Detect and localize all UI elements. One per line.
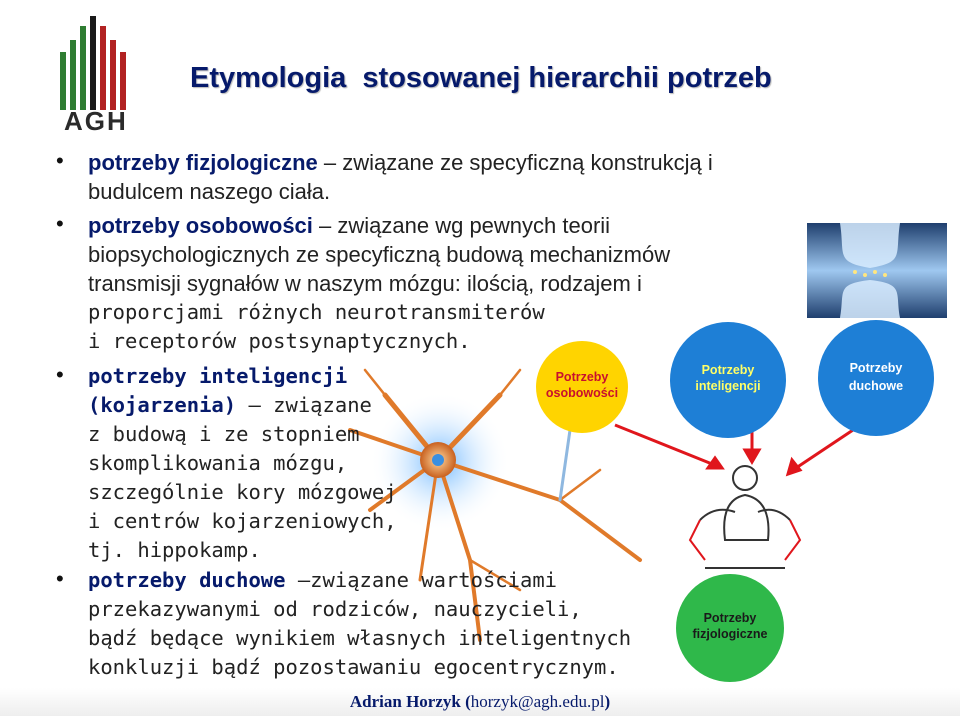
bullet-dot: • [56,148,64,173]
circle-osobowosci-line2: osobowości [546,386,618,400]
bullet-text: transmisji sygnałów w naszym mózgu: iloś… [88,271,642,296]
person-figure [688,465,802,569]
bullet-text: bądź będące wynikiem własnych inteligent… [88,626,632,650]
bullet-text: – związane wg pewnych teorii [312,213,611,238]
footer-paren-open: ( [460,692,471,711]
bullet-lead: potrzeby fizjologiczne [88,150,318,175]
bullet-duchowe: potrzeby duchowe –związane wartościami p… [88,566,631,682]
author-email[interactable]: horzyk@agh.edu.pl [470,692,605,711]
bullet-text: skomplikowania mózgu, [88,451,348,475]
bullet-dot: • [56,362,64,387]
arrows [614,418,869,592]
bullet-text: – związane [236,393,372,417]
bullet-text: przekazywanymi od rodziców, nauczycieli, [88,597,582,621]
circle-duchowe-line2: duchowe [849,379,903,393]
bullet-lead: (kojarzenia) [88,393,237,417]
circle-inteligencji-line1: Potrzeby [702,363,755,377]
footer-text: Adrian Horzyk (horzyk@agh.edu.pl) [0,692,960,712]
circle-inteligencji-line2: inteligencji [695,379,760,393]
bullet-lead: potrzeby duchowe [88,568,286,592]
circle-inteligencji: Potrzeby inteligencji [670,322,786,438]
bullet-lead: potrzeby inteligencji [88,364,348,388]
circle-duchowe-line1: Potrzeby [850,361,903,375]
circle-fizjologiczne: Potrzeby fizjologiczne [676,574,784,682]
bullet-text: proporcjami różnych neurotransmiterów [88,300,545,324]
circle-fizjologiczne-line1: Potrzeby [704,611,757,625]
agh-logo-text: AGH [64,106,128,136]
author-name: Adrian Horzyk [349,692,461,711]
bullet-text: konkluzji bądź pozostawaniu egocentryczn… [88,655,619,679]
bullet-dot: • [56,211,64,236]
bullet-inteligencji: potrzeby inteligencji (kojarzenia) – zwi… [88,362,397,565]
circle-osobowosci-line1: Potrzeby [556,370,609,384]
bullet-osobowosci: potrzeby osobowości – związane wg pewnyc… [88,211,670,356]
bullet-text: i centrów kojarzeniowych, [88,509,397,533]
bullet-text: –związane wartościami [285,568,558,592]
footer: Adrian Horzyk (horzyk@agh.edu.pl) [0,688,960,716]
bullet-dot: • [56,566,64,591]
slide-title: Etymologia stosowanej hierarchii potrzeb [190,62,772,94]
circle-duchowe: Potrzeby duchowe [818,320,934,436]
bullet-text: szczególnie kory mózgowej [88,480,397,504]
bullet-text: budulcem naszego ciała. [88,179,331,204]
circle-fizjologiczne-line2: fizjologiczne [693,627,768,641]
bullet-text: – związane ze specyficzną konstrukcją i [317,150,713,175]
bullet-text: i receptorów postsynaptycznych. [88,329,471,353]
bullet-fizjologiczne: potrzeby fizjologiczne – związane ze spe… [88,148,713,206]
bullet-text: z budową i ze stopniem [88,422,360,446]
footer-paren-close: ) [604,692,611,711]
synapse-image [807,223,947,318]
agh-logo [60,16,126,110]
bullet-text: biopsychologicznych ze specyficzną budow… [88,242,671,267]
bullet-text: tj. hippokamp. [88,538,261,562]
bullet-lead: potrzeby osobowości [88,213,313,238]
